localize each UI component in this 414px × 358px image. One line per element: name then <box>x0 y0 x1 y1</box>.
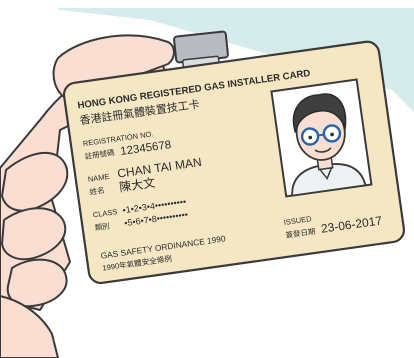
finger-1 <box>1 152 69 212</box>
portrait-photo <box>291 93 367 197</box>
issued-label-en: ISSUED <box>283 214 312 227</box>
registration-label-zh: 註冊號碼 <box>84 147 116 161</box>
installer-card: HONG KONG REGISTERED GAS INSTALLER CARD … <box>62 40 406 285</box>
finger-2 <box>1 207 67 261</box>
class-label-zh: 類別 <box>94 220 110 232</box>
background-band <box>45 0 414 112</box>
name-value-zh: 陳大文 <box>118 175 156 195</box>
background-band-top <box>0 0 414 8</box>
name-label-en: NAME <box>87 172 110 184</box>
issued-label-zh: 簽發日期 <box>285 226 316 240</box>
wrist <box>0 295 59 358</box>
fingers <box>0 152 69 358</box>
class-label-en: CLASS <box>92 207 118 219</box>
name-label-zh: 姓名 <box>89 185 105 197</box>
finger-3 <box>6 258 68 308</box>
